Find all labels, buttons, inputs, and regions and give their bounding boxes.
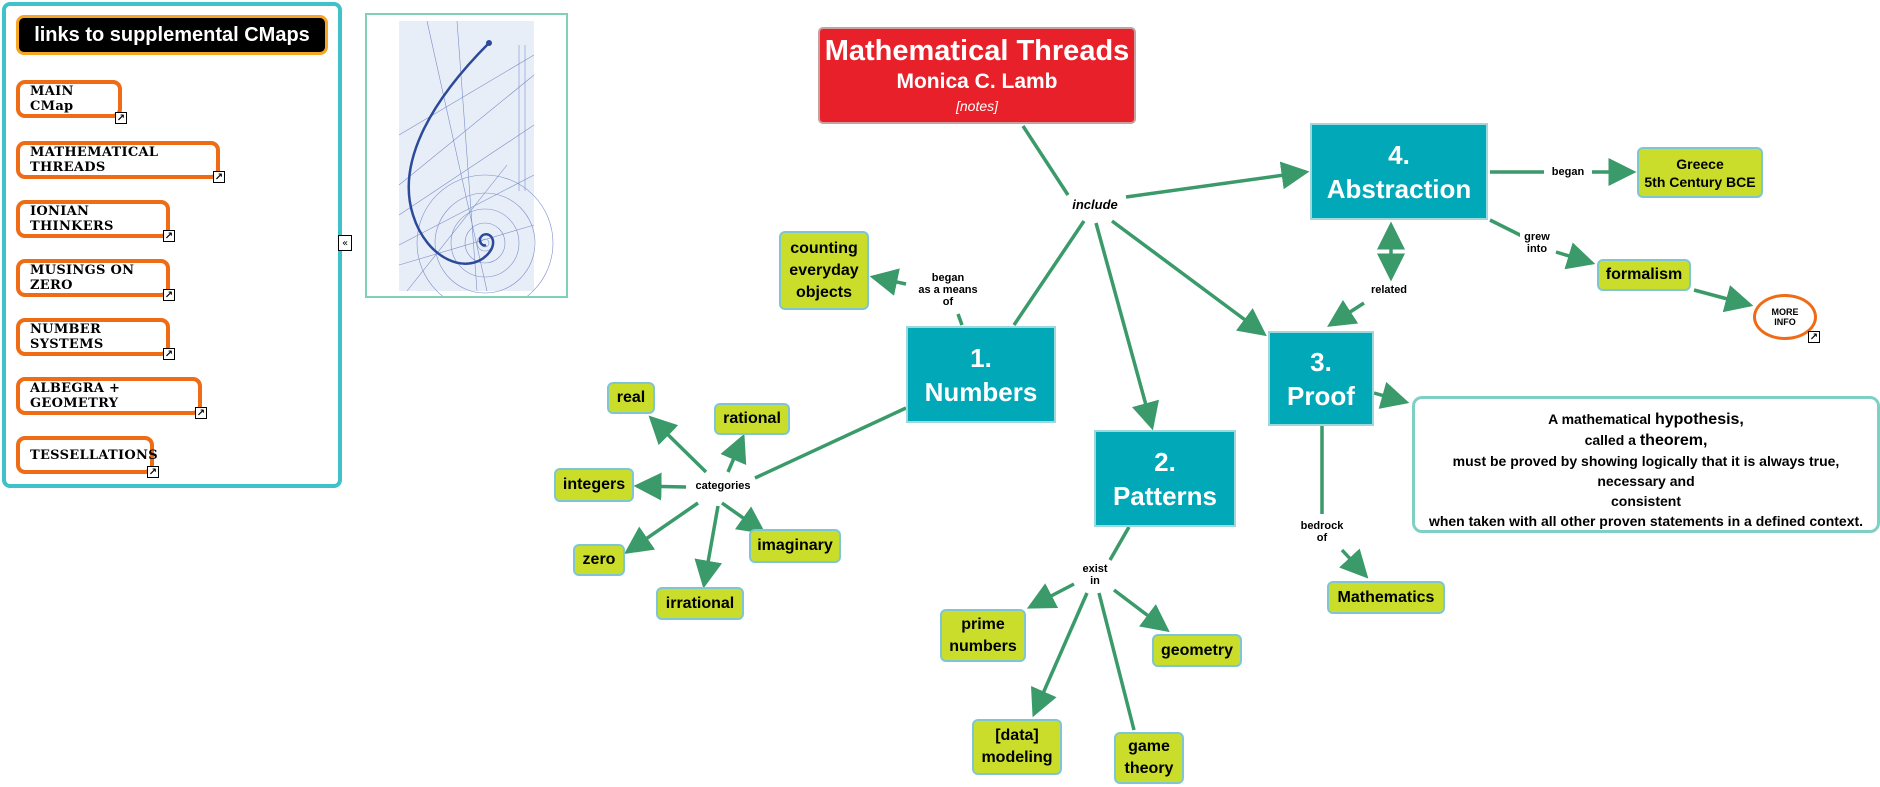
link-cat-imaginary [720, 501, 766, 535]
link-cat-integers [633, 472, 687, 501]
label-bedrock-of: bedrock of [1294, 520, 1350, 544]
theorem-line-5: consistent [1610, 493, 1681, 509]
link-numbers-began [956, 313, 964, 326]
link-proof-related [1327, 299, 1365, 327]
node-numbers: 1. Numbers [906, 326, 1056, 423]
node-greece: Greece 5th Century BCE [1637, 147, 1763, 198]
label-related: related [1364, 284, 1414, 296]
link-abstraction-grew [1489, 218, 1523, 238]
link-ionian-thinkers[interactable]: IONIAN THINKERS [16, 200, 170, 238]
link-numbers-categories [754, 406, 907, 480]
link-tessellations[interactable]: TESSELLATIONS [16, 436, 158, 474]
node-mathematics: Mathematics [1327, 581, 1445, 614]
link-title-include [1021, 125, 1070, 196]
golden-spiral-image [365, 13, 568, 312]
external-link-icon[interactable]: ↗ [163, 348, 175, 360]
link-cat-real [648, 415, 708, 474]
theorem-text: called a [1584, 432, 1640, 448]
link-main-cmap[interactable]: MAIN CMap [16, 80, 122, 118]
link-label: MAIN CMap [30, 84, 74, 114]
link-grew-formalism [1555, 242, 1596, 270]
link-bedrock-math [1339, 548, 1369, 579]
panel-title: links to supplemental CMaps [16, 15, 328, 55]
node-imaginary: imaginary [749, 529, 841, 563]
label-began-means: began as a means of [908, 272, 988, 308]
label-exist-in: exist in [1078, 563, 1112, 587]
node-formalism: formalism [1597, 259, 1691, 291]
external-link-icon[interactable]: ↗ [195, 407, 207, 419]
link-mathematical-threads[interactable]: MATHEMATICAL THREADS [16, 141, 220, 179]
theorem-line-3: must be proved by showing logically that… [1452, 453, 1840, 469]
link-label: ALBEGRA + GEOMETRY [30, 381, 121, 411]
link-include-abstraction [1125, 161, 1310, 199]
external-link-icon[interactable]: ↗ [213, 171, 225, 183]
link-formalism-moreinfo [1693, 285, 1754, 313]
theorem-line-6: when taken with all other proven stateme… [1428, 513, 1864, 529]
link-cat-irrational [694, 505, 723, 589]
theorem-line-2: called a theorem, [1415, 430, 1877, 451]
link-include-proof [1110, 219, 1267, 337]
link-label: MUSINGS ON ZERO [30, 263, 135, 293]
link-cat-zero [624, 501, 699, 554]
node-rational: rational [714, 403, 790, 435]
link-algebra-geometry[interactable]: ALBEGRA + GEOMETRY [16, 377, 202, 415]
external-link-icon[interactable]: ↗ [147, 466, 159, 478]
label-began: began [1544, 166, 1592, 178]
link-exist-game [1097, 592, 1136, 731]
external-link-icon[interactable]: ↗ [1808, 331, 1820, 343]
label-categories: categories [688, 480, 758, 492]
link-include-numbers [1012, 220, 1086, 326]
link-patterns-exist [1108, 526, 1131, 561]
link-began-counting [869, 268, 907, 296]
node-game-theory: game theory [1114, 732, 1184, 784]
link-exist-prime [1026, 582, 1075, 609]
theorem-line-4: necessary and [1597, 473, 1695, 489]
label-grew-into: grew into [1520, 231, 1554, 255]
node-irrational: irrational [656, 587, 744, 620]
link-proof-theorem [1373, 381, 1410, 409]
link-label: IONIAN THINKERS [30, 204, 114, 234]
link-exist-modeling [1031, 592, 1089, 718]
node-zero: zero [573, 544, 625, 576]
node-real: real [607, 382, 655, 414]
node-proof: 3. Proof [1268, 331, 1374, 426]
theorem-definition-node: A mathematical hypothesis, called a theo… [1412, 396, 1880, 533]
link-label: MATHEMATICAL THREADS [30, 145, 159, 175]
hypothesis-word: hypothesis, [1654, 411, 1744, 428]
theorem-word: theorem, [1639, 432, 1708, 449]
map-title: Mathematical Threads [824, 35, 1130, 67]
supplemental-cmaps-panel [2, 2, 342, 488]
external-link-icon[interactable]: ↗ [115, 112, 127, 124]
theorem-text: A mathematical [1548, 411, 1655, 427]
node-patterns: 2. Patterns [1094, 430, 1236, 527]
link-musings-on-zero[interactable]: MUSINGS ON ZERO [16, 259, 170, 297]
link-exist-geometry [1112, 588, 1170, 633]
node-data-modeling: [data] modeling [972, 719, 1062, 775]
link-include-patterns [1094, 222, 1160, 431]
link-label: NUMBER SYSTEMS [30, 322, 104, 352]
external-link-icon[interactable]: ↗ [163, 289, 175, 301]
node-geometry: geometry [1152, 634, 1242, 667]
node-integers: integers [554, 468, 634, 502]
link-label: TESSELLATIONS [30, 447, 158, 463]
theorem-line-1: A mathematical hypothesis, [1415, 409, 1877, 430]
link-number-systems[interactable]: NUMBER SYSTEMS [16, 318, 170, 356]
label-include: include [1066, 197, 1124, 213]
link-cat-rational [720, 433, 747, 473]
external-link-icon[interactable]: ↗ [163, 230, 175, 242]
node-abstraction: 4. Abstraction [1310, 123, 1488, 220]
more-info-button[interactable]: MORE INFO [1753, 294, 1817, 340]
node-prime-numbers: prime numbers [940, 609, 1026, 662]
notes-link[interactable]: [notes] [955, 98, 999, 114]
author-name: Monica C. Lamb [896, 70, 1058, 93]
node-counting: counting everyday objects [779, 231, 869, 310]
title-node: Mathematical Threads Monica C. Lamb [not… [818, 27, 1136, 124]
collapse-panel-icon[interactable]: « [338, 235, 352, 251]
